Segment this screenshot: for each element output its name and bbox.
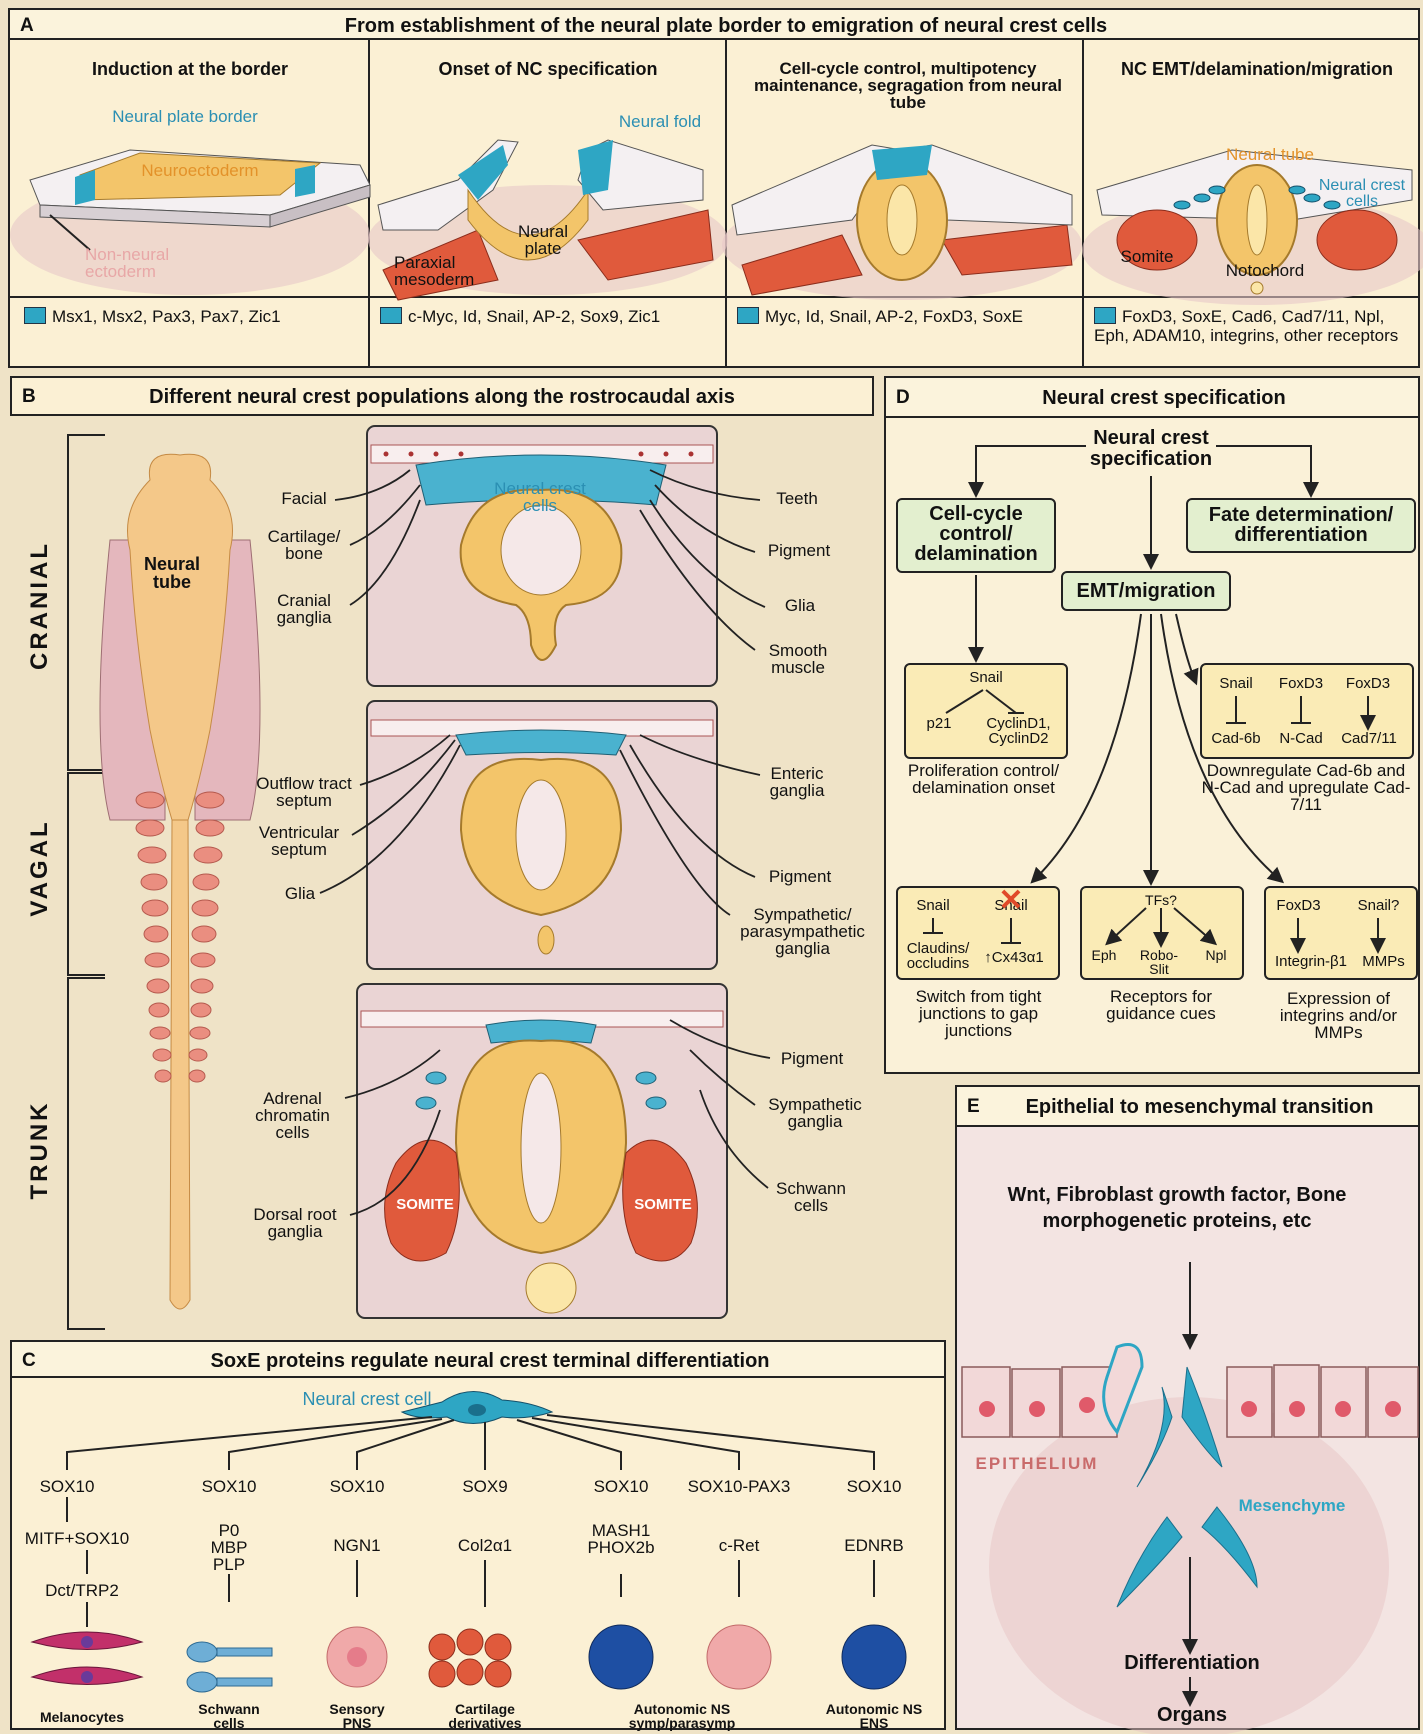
stage4-notochord-label: Notochord bbox=[1215, 262, 1315, 279]
stage4-genes-text: FoxD3, SoxE, Cad6, Cad7/11, Npl, Eph, AD… bbox=[1094, 307, 1398, 345]
e-epithelium: EPITHELIUM bbox=[967, 1455, 1107, 1472]
panel-c-cells bbox=[12, 1342, 948, 1732]
panel-b-leader-lines bbox=[0, 0, 900, 1330]
divider bbox=[1082, 40, 1084, 368]
panel-e: E Epithelial to mesenchymal transition W… bbox=[955, 1085, 1420, 1730]
panel-e-illustration bbox=[957, 1087, 1422, 1732]
e-differentiation: Differentiation bbox=[1107, 1653, 1277, 1673]
panel-d: D Neural crest specification Neural cres… bbox=[884, 376, 1420, 1074]
teal-square-icon bbox=[1094, 307, 1116, 324]
panel-c: C SoxE proteins regulate neural crest te… bbox=[10, 1340, 946, 1730]
stage4-nccells-label: Neural crest cells bbox=[1312, 178, 1412, 210]
e-mesenchyme: Mesenchyme bbox=[1232, 1497, 1352, 1514]
stage4-tube-label: Neural tube bbox=[1215, 146, 1325, 163]
e-organs: Organs bbox=[1137, 1705, 1247, 1725]
stage4-somite-label: Somite bbox=[1112, 248, 1182, 265]
stage4-genes: FoxD3, SoxE, Cad6, Cad7/11, Npl, Eph, AD… bbox=[1094, 307, 1414, 345]
stage4-title: NC EMT/delamination/migration bbox=[1092, 60, 1422, 78]
panel-d-arrows bbox=[886, 378, 1422, 1076]
